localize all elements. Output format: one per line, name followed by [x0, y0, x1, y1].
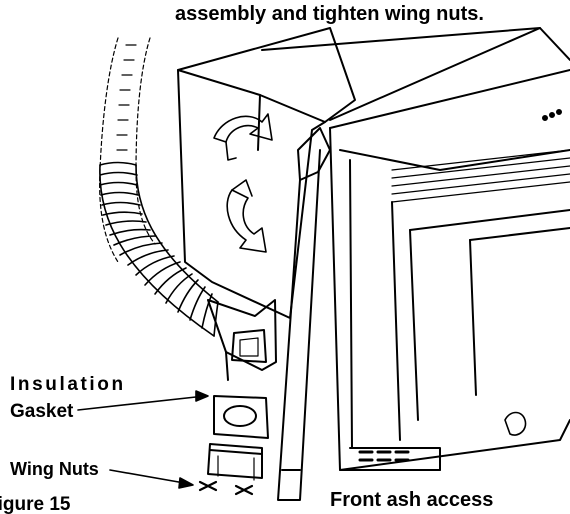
flex-duct-elbow	[99, 161, 219, 337]
insulation-gasket-part	[213, 395, 269, 439]
insulation-label: Insulation	[10, 374, 126, 395]
rotate-arrow-lower-icon	[226, 179, 267, 253]
callout-leaders	[77, 390, 209, 489]
front-ash-access-caption: Front ash access	[330, 489, 494, 511]
stove-body	[261, 27, 570, 471]
gasket-label: Gasket	[10, 401, 74, 422]
cover-plate-part	[198, 443, 263, 496]
rotate-arrow-upper-icon	[213, 113, 273, 161]
duct-adapter	[207, 299, 277, 381]
flex-duct-upper	[99, 37, 156, 263]
instruction-caption: assembly and tighten wing nuts.	[175, 3, 484, 25]
rear-plenum-box	[177, 27, 356, 319]
figure-number-caption: Figure 15	[0, 494, 71, 514]
wing-nuts-label: Wing Nuts	[10, 459, 99, 479]
side-bracket	[277, 127, 331, 501]
